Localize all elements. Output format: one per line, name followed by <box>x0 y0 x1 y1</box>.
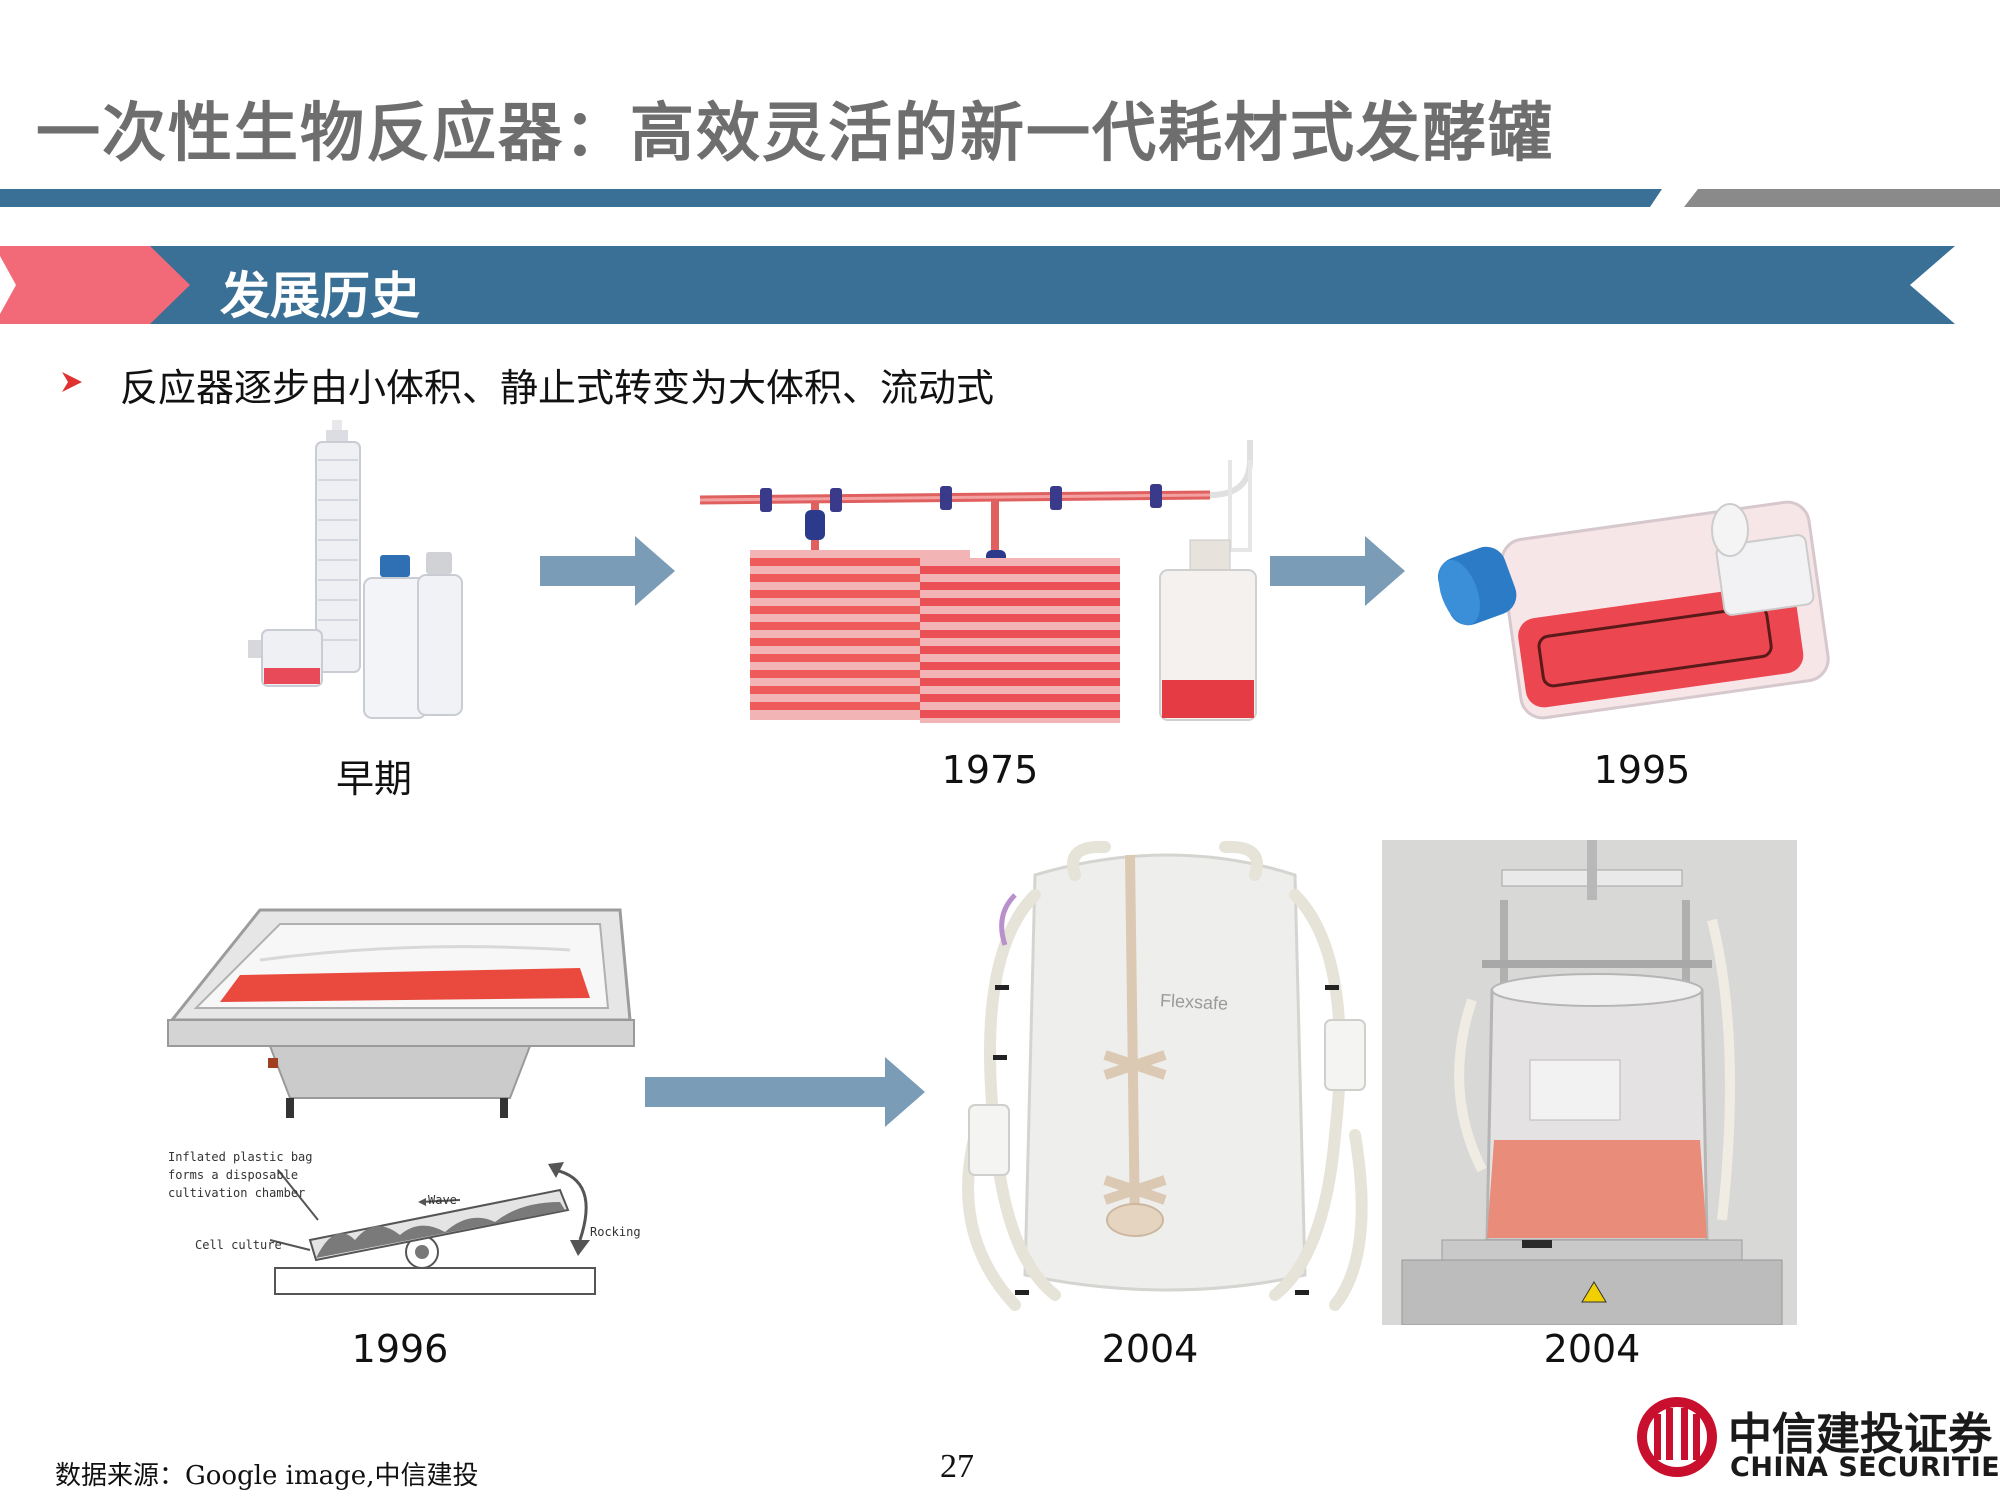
section-banner <box>0 246 1955 324</box>
arrow-right-icon <box>1270 536 1405 606</box>
wave-principle-diagram <box>269 1162 596 1295</box>
year-label-1975: 1975 <box>941 748 1039 792</box>
early-bottles-image <box>248 420 463 719</box>
logo-chinese-text: 中信建投证券 <box>1728 1409 1992 1460</box>
wave-bioreactor-1996-image <box>167 908 635 1118</box>
diagram-caption-line: Inflated plastic bag <box>168 1150 313 1164</box>
section-title: 发展历史 <box>220 267 420 325</box>
logo-english-text: CHINA SECURITIES <box>1730 1452 2000 1483</box>
arrow-right-icon <box>645 1057 925 1127</box>
page-title: 一次性生物反应器：高效灵活的新一代耗材式发酵罐 <box>36 97 1554 171</box>
bullet-text: 反应器逐步由小体积、静止式转变为大体积、流动式 <box>120 366 995 410</box>
diagram-caption-line: forms a disposable <box>168 1168 299 1182</box>
bag-brand-label: Flexsafe <box>1159 990 1229 1014</box>
cell-factory-1975-image <box>699 440 1257 723</box>
year-label-1996: 1996 <box>351 1327 449 1371</box>
page-number: 27 <box>940 1448 974 1485</box>
diagram-caption: Inflated plastic bag forms a disposable … <box>168 1148 313 1202</box>
cell-flask-1995-image <box>1437 500 1830 720</box>
year-label-2004-b: 2004 <box>1543 1327 1641 1371</box>
arrow-right-icon <box>540 536 675 606</box>
stirred-tank-2004-image <box>1382 840 1797 1326</box>
diagram-wave-label: Wave <box>428 1193 457 1207</box>
footer-source: 数据来源：Google image,中信建投 <box>55 1461 479 1491</box>
year-label-early: 早期 <box>335 757 412 801</box>
flexsafe-bag-2004-image <box>962 840 1368 1311</box>
year-label-2004-a: 2004 <box>1101 1327 1199 1371</box>
stirred-tank-drawing <box>1382 840 1797 1326</box>
diagram-cell-label: Cell culture <box>195 1238 282 1252</box>
diagram-rocking-label: Rocking <box>590 1225 641 1239</box>
bullet-arrow-icon <box>62 372 82 392</box>
china-securities-logo-icon <box>1637 1397 1717 1477</box>
diagram-caption-line: cultivation chamber <box>168 1186 306 1200</box>
header-divider <box>0 189 2000 207</box>
year-label-1995: 1995 <box>1593 748 1691 792</box>
